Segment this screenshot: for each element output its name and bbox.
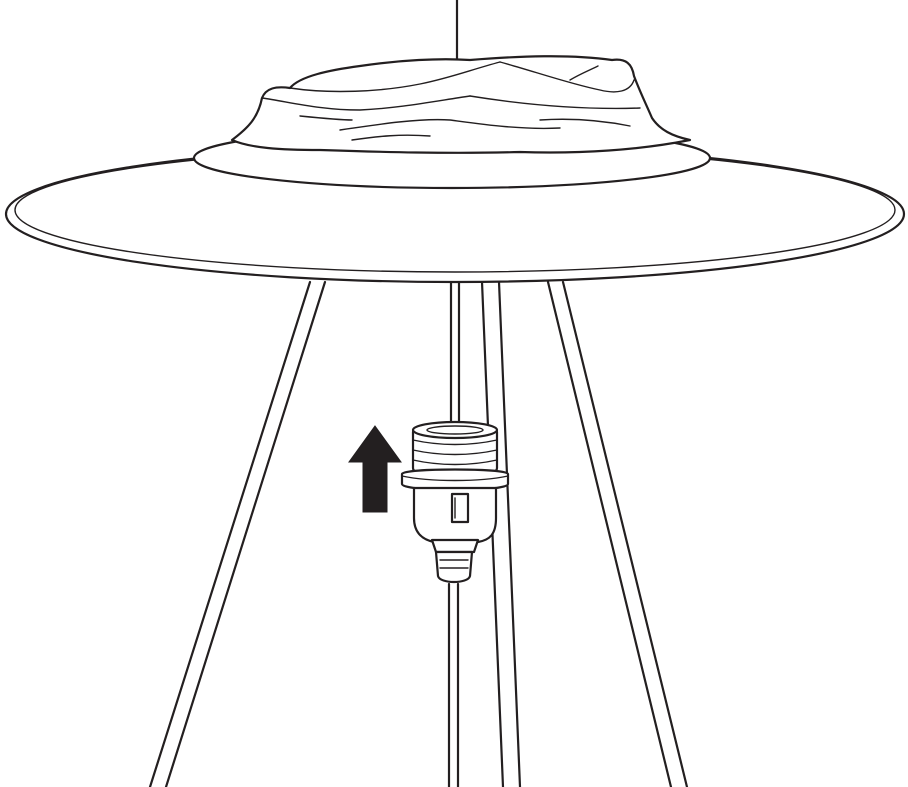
socket-wire xyxy=(449,280,461,434)
tripod-leg-right xyxy=(546,280,689,787)
fabric-top xyxy=(230,55,692,154)
bulb-socket xyxy=(400,420,510,584)
tripod-leg-left xyxy=(148,280,327,787)
power-cord xyxy=(447,582,460,787)
arrow-up-icon xyxy=(348,425,402,513)
tripod-legs xyxy=(148,280,689,787)
